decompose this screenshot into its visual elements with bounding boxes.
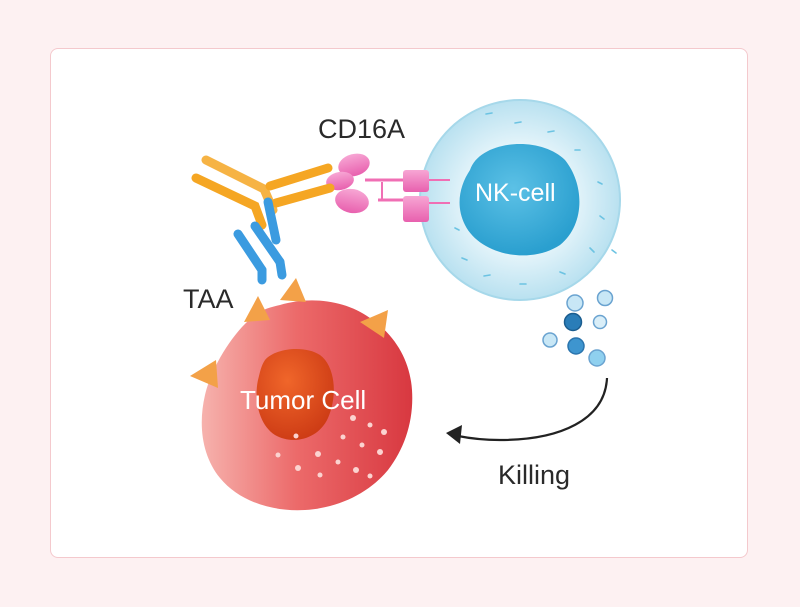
- diagram-panel: [50, 48, 748, 558]
- cd16a-receptor: [326, 153, 450, 222]
- nk-cell-nucleus: [459, 143, 580, 256]
- nk-cell-label: NK-cell: [475, 179, 556, 207]
- cytotoxic-granules: [542, 289, 614, 367]
- arrow-head-icon: [446, 425, 462, 444]
- tumor-cell: [201, 300, 413, 511]
- tumor-cell-label: Tumor Cell: [240, 385, 367, 415]
- killing-label: Killing: [498, 460, 571, 490]
- tumor-cell-nucleus: [256, 348, 334, 440]
- tumor-cell-vesicles: [275, 415, 387, 479]
- antibody: [191, 155, 335, 285]
- taa-antigens: [190, 278, 388, 388]
- nk-cell-granules: [454, 112, 617, 285]
- cd16a-label: CD16A: [318, 114, 406, 144]
- killing-arrow: [446, 377, 609, 444]
- nk-cell: [419, 99, 621, 301]
- taa-label: TAA: [183, 284, 234, 314]
